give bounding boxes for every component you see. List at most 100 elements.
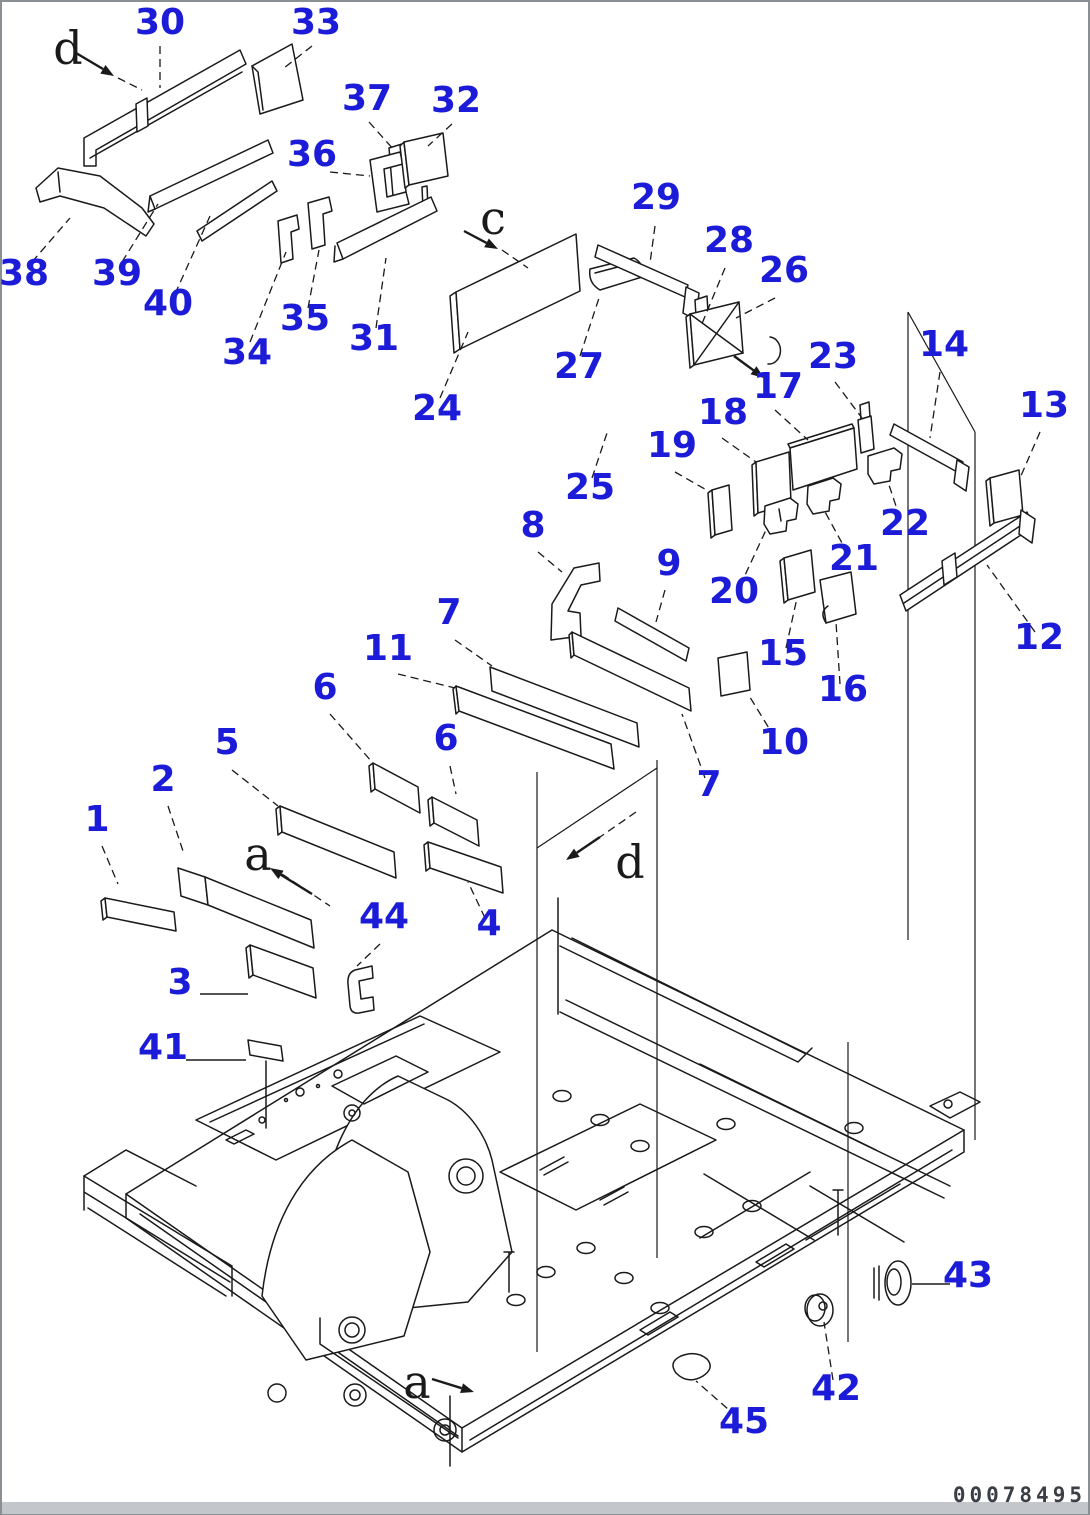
leader-27	[579, 294, 601, 357]
leader-9	[655, 589, 666, 623]
callout-41: 41	[138, 1027, 188, 1068]
callout-25: 25	[565, 467, 615, 508]
view-label-c: c	[480, 191, 506, 245]
callout-26: 26	[759, 250, 809, 291]
leader-37	[368, 121, 395, 151]
part-41	[247, 1039, 284, 1129]
leader-13	[1019, 431, 1041, 479]
part-6-left	[368, 762, 421, 814]
part-26-arrow	[733, 355, 764, 378]
leader-7-upper	[454, 639, 493, 667]
part-11	[452, 685, 615, 770]
section-planes	[536, 311, 976, 1352]
leader-38	[31, 217, 71, 263]
part-43	[873, 1260, 912, 1306]
leader-16	[835, 621, 841, 685]
callout-33: 33	[291, 2, 341, 43]
leader-14	[929, 371, 941, 439]
leader-2	[167, 805, 185, 855]
leader-21	[823, 509, 849, 555]
part-7-lower	[489, 666, 640, 748]
part-22	[867, 447, 903, 485]
callout-23: 23	[808, 336, 858, 377]
callout-32: 32	[431, 80, 481, 121]
leader-26	[735, 297, 776, 319]
leader-6-left	[329, 713, 373, 763]
callout-19: 19	[647, 425, 697, 466]
callout-6: 6	[312, 667, 337, 708]
callout-27: 27	[554, 346, 604, 387]
leader-15	[785, 597, 798, 649]
view-arrow-c-top	[463, 229, 498, 249]
part-44	[347, 965, 375, 1014]
leader-6-right	[449, 765, 457, 795]
leader-11	[397, 673, 456, 689]
leader-18	[721, 437, 757, 463]
callout-14: 14	[919, 324, 969, 365]
leader-31	[375, 257, 387, 329]
leader-34	[249, 251, 287, 343]
part-39	[147, 139, 274, 213]
leader-35	[307, 249, 320, 309]
leader-40	[174, 215, 211, 295]
drawing-number: 00078495	[953, 1483, 1086, 1507]
view-arrow-d-mid	[566, 836, 601, 860]
callout-22: 22	[880, 503, 930, 544]
leader-17	[774, 409, 809, 441]
callout-28: 28	[704, 220, 754, 261]
part-24	[449, 233, 581, 354]
callout-15: 15	[758, 633, 808, 674]
part-7-upper	[568, 631, 692, 712]
leader-42	[823, 1321, 834, 1381]
leader-5	[231, 769, 279, 807]
part-19	[707, 484, 733, 539]
callout-12: 12	[1014, 617, 1064, 658]
callout-40: 40	[143, 283, 193, 324]
part-42	[804, 1293, 834, 1327]
callout-24: 24	[412, 388, 462, 429]
callout-29: 29	[631, 177, 681, 218]
leader-view-d-top	[117, 77, 143, 91]
callout-21: 21	[829, 538, 879, 579]
part-40	[196, 180, 278, 242]
callout-31: 31	[349, 318, 399, 359]
part-16	[819, 571, 857, 624]
callout-34: 34	[222, 332, 272, 373]
part-6-right	[427, 796, 480, 847]
leader-29	[649, 225, 656, 264]
callout-43: 43	[943, 1255, 993, 1296]
callout-20: 20	[709, 571, 759, 612]
leader-12	[986, 564, 1036, 633]
callout-4: 4	[476, 903, 501, 944]
callout-39: 39	[92, 253, 142, 294]
leader-32	[427, 123, 453, 147]
part-outlines	[35, 43, 1036, 1381]
leader-36	[329, 171, 371, 177]
part-21	[806, 477, 842, 515]
callout-7: 7	[436, 592, 461, 633]
leader-44	[356, 943, 381, 967]
part-2	[177, 867, 315, 949]
part-14	[889, 423, 970, 492]
view-arrow-d-top	[75, 51, 114, 76]
leader-10	[747, 693, 776, 739]
part-31	[333, 196, 438, 263]
part-45	[672, 1352, 711, 1381]
part-15	[779, 549, 816, 604]
callout-1: 1	[84, 799, 109, 840]
part-12	[899, 509, 1036, 612]
callout-30: 30	[135, 2, 185, 43]
callout-44: 44	[359, 896, 409, 937]
callout-37: 37	[342, 78, 392, 119]
view-arrow-a-bottom	[431, 1377, 474, 1393]
view-arrows	[75, 51, 764, 1393]
part-10	[717, 651, 751, 697]
callout-6: 6	[433, 718, 458, 759]
callout-35: 35	[280, 298, 330, 339]
callout-45: 45	[719, 1401, 769, 1442]
